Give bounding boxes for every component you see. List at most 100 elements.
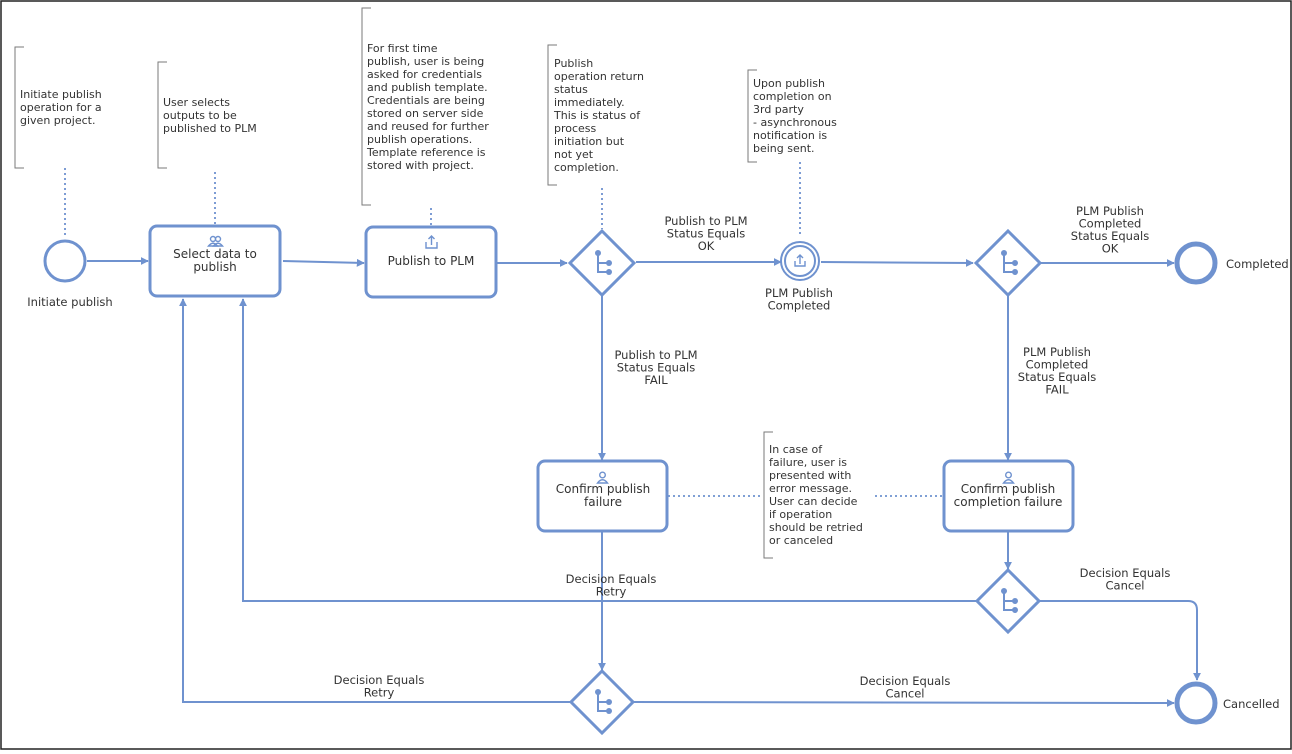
text-line: and reused for further [367,120,489,133]
end-event-completed-label: Completed [1226,257,1289,271]
text-line: Upon publish [753,77,825,90]
text-line: Confirm publish [556,482,650,496]
text-line: failure, user is [769,456,847,469]
text-line: PLM Publish [1076,204,1144,218]
text-line: Retry [596,585,627,599]
branch-icon [1001,250,1018,275]
gateway-publish-status[interactable] [567,228,637,298]
user-icon [596,471,609,484]
text-line: completion. [554,161,619,174]
sequence-flows [87,257,1201,707]
text-line: PLM Publish [1023,345,1091,359]
text-line: Cancel [886,687,925,701]
start-event[interactable] [43,239,87,283]
text-line: presented with [769,469,851,482]
text-line: or canceled [769,534,833,547]
text-line: given project. [20,114,95,127]
user-icon [1002,471,1015,484]
text-line: immediately. [554,96,625,109]
text-line: operation for a [20,101,102,114]
text-line: failure [584,495,622,509]
text-line: initiation but [554,135,625,148]
text-line: Status Equals [617,361,695,375]
text-line: User can decide [769,495,858,508]
text-line: This is status of [553,109,641,122]
text-line: Status Equals [667,227,745,241]
text-line: being sent. [753,142,815,155]
task-publish-to-plm[interactable]: Publish to PLM [364,225,498,299]
text-line: OK [698,239,715,253]
text-line: Confirm publish [961,482,1055,496]
branch-icon [595,250,612,275]
text-line: Credentials are being [367,94,485,107]
text-line: Retry [364,686,395,700]
text-line: Publish to PLM [664,214,747,228]
task-publish-to-plm-label: Publish to PLM [388,254,475,268]
gateway-publish-decision[interactable] [568,668,636,736]
gateway-completion-status[interactable] [973,228,1043,298]
gateway-completion-decision[interactable] [974,567,1042,635]
text-line: - asynchronous [753,116,837,129]
text-line: In case of [769,443,823,456]
text-line: User selects [163,96,230,109]
text-line: Publish [554,57,593,70]
text-line: not yet [554,148,594,161]
text-line: FAIL [1045,383,1069,397]
text-line: process [554,122,597,135]
text-line: completion failure [954,495,1063,509]
branch-icon [1001,588,1018,613]
end-event-cancelled-label: Cancelled [1223,697,1280,711]
end-event-completed[interactable] [1174,241,1218,285]
text-line: Completed [1026,358,1089,372]
upload-icon [794,254,806,267]
end-event-cancelled[interactable] [1174,681,1218,725]
text-line: publish [193,260,236,274]
text-line: Status Equals [1071,229,1149,243]
text-line: 3rd party [753,103,804,116]
associations [64,162,943,497]
text-line: error message. [769,482,852,495]
text-line: should be retried [769,521,863,534]
text-line: Publish to PLM [388,254,475,268]
text-line: Initiate publish [20,88,102,101]
text-line: stored with project. [367,159,474,172]
text-line: Publish to PLM [614,348,697,362]
text-line: Decision Equals [566,572,657,586]
text-line: published to PLM [163,122,257,135]
start-event-label: Initiate publish [27,295,112,309]
text-line: publish, user is being [367,55,484,68]
upload-icon [425,235,438,249]
text-line: Completed [768,299,831,313]
users-icon [207,235,224,247]
text-line: Completed [1079,217,1142,231]
text-line: operation return [554,70,644,83]
text-line: FAIL [644,373,668,387]
plm-completed-event[interactable] [780,241,820,281]
